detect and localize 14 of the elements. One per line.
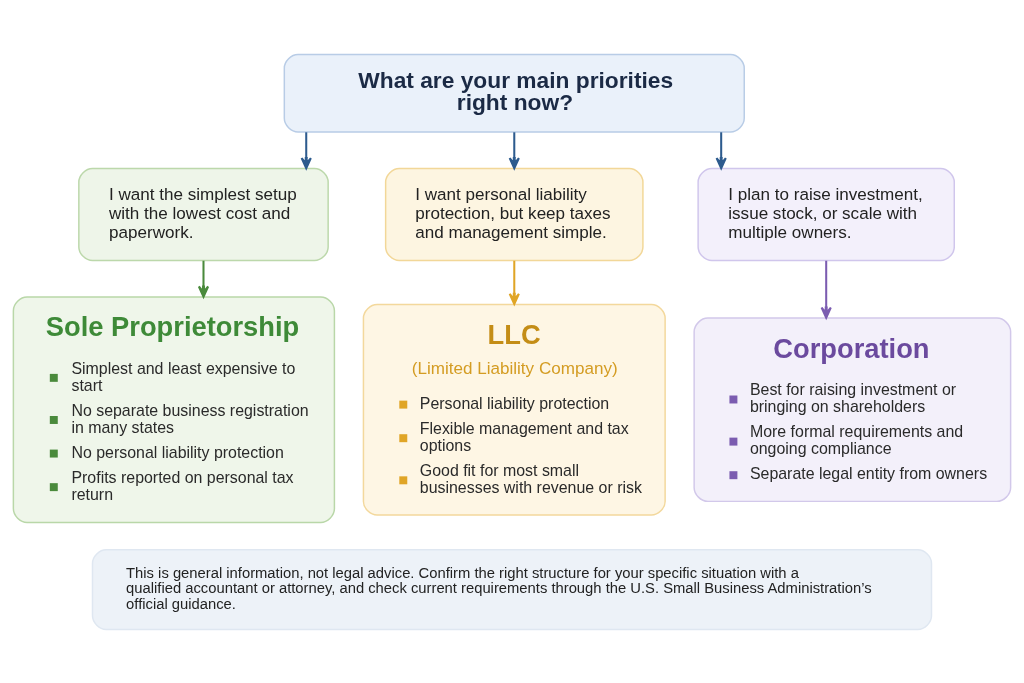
node-box: Sole Proprietorship Simplest and least expensive to start No separate business registration in many states No personal liability protection Profits reported on personal tax return: [12, 295, 336, 523]
arrow: [508, 131, 520, 169]
arrow: [820, 260, 832, 319]
arrow: [197, 260, 210, 298]
node-box: What are your main priorities right now?: [283, 53, 745, 133]
node-box: I want personal liability protection, but keep taxes and management simple.: [384, 167, 644, 261]
node-box: This is general information, not legal advice. Confirm the right structure for your specific situation with a qualified accountant or attorney, and check current requirements through the U.S. Small Business Administration’s official guidance.: [91, 548, 933, 630]
arrow: [300, 131, 312, 169]
node-box: I plan to raise investment, issue stock, or scale with multiple owners.: [697, 167, 955, 261]
node-box: Corporation Best for raising investment or bringing on shareholders More formal requirements and ongoing compliance Separate legal entity from owners: [693, 316, 1012, 502]
node-box: I want the simplest setup with the lowest cost and paperwork.: [78, 167, 329, 261]
arrow: [715, 131, 727, 169]
arrow: [508, 260, 520, 305]
node-box: LLC (Limited Liability Company) Personal liability protection Flexible management and tax options Good fit for most small businesses with revenue or risk: [362, 303, 666, 516]
